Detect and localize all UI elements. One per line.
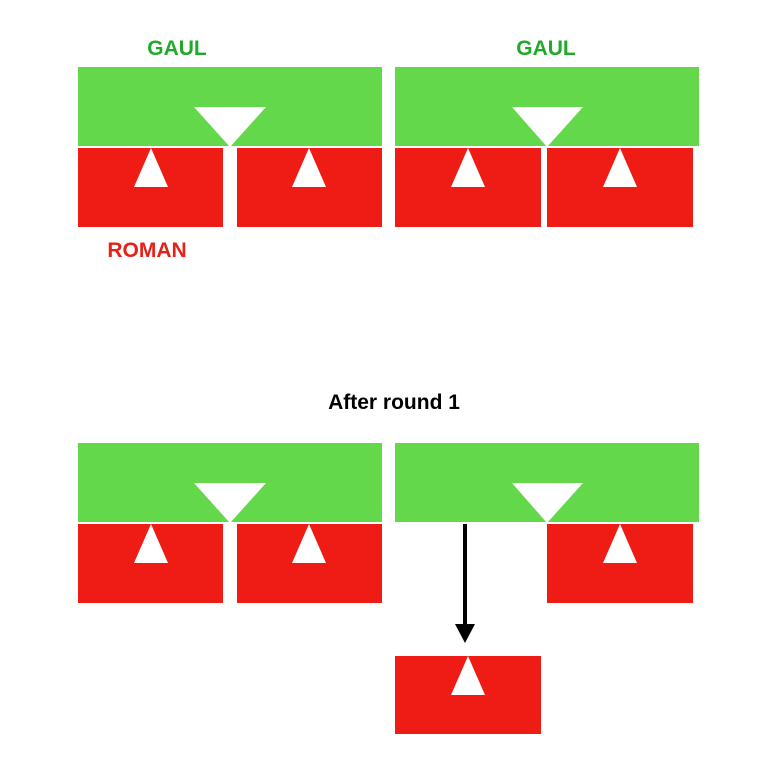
arrow-down-icon [455, 624, 475, 643]
gaul-down-triangle-icon [512, 107, 583, 147]
before-group-right [395, 67, 699, 227]
gaul-label-right: GAUL [516, 37, 576, 60]
roman-up-triangle-icon [134, 524, 168, 563]
gaul-label-left: GAUL [147, 37, 207, 60]
gaul-down-triangle-icon [194, 483, 266, 523]
roman-up-triangle-icon [451, 656, 485, 695]
after-group-right [395, 443, 699, 734]
roman-up-triangle-icon [603, 524, 637, 563]
roman-label: ROMAN [107, 239, 186, 262]
roman-up-triangle-icon [134, 148, 168, 187]
roman-up-triangle-icon [451, 148, 485, 187]
roman-up-triangle-icon [603, 148, 637, 187]
gaul-down-triangle-icon [512, 483, 583, 523]
gaul-down-triangle-icon [194, 107, 266, 147]
roman-up-triangle-icon [292, 148, 326, 187]
after-group-left [78, 443, 382, 603]
before-group-left [78, 67, 382, 227]
roman-up-triangle-icon [292, 524, 326, 563]
round-caption: After round 1 [328, 391, 460, 414]
